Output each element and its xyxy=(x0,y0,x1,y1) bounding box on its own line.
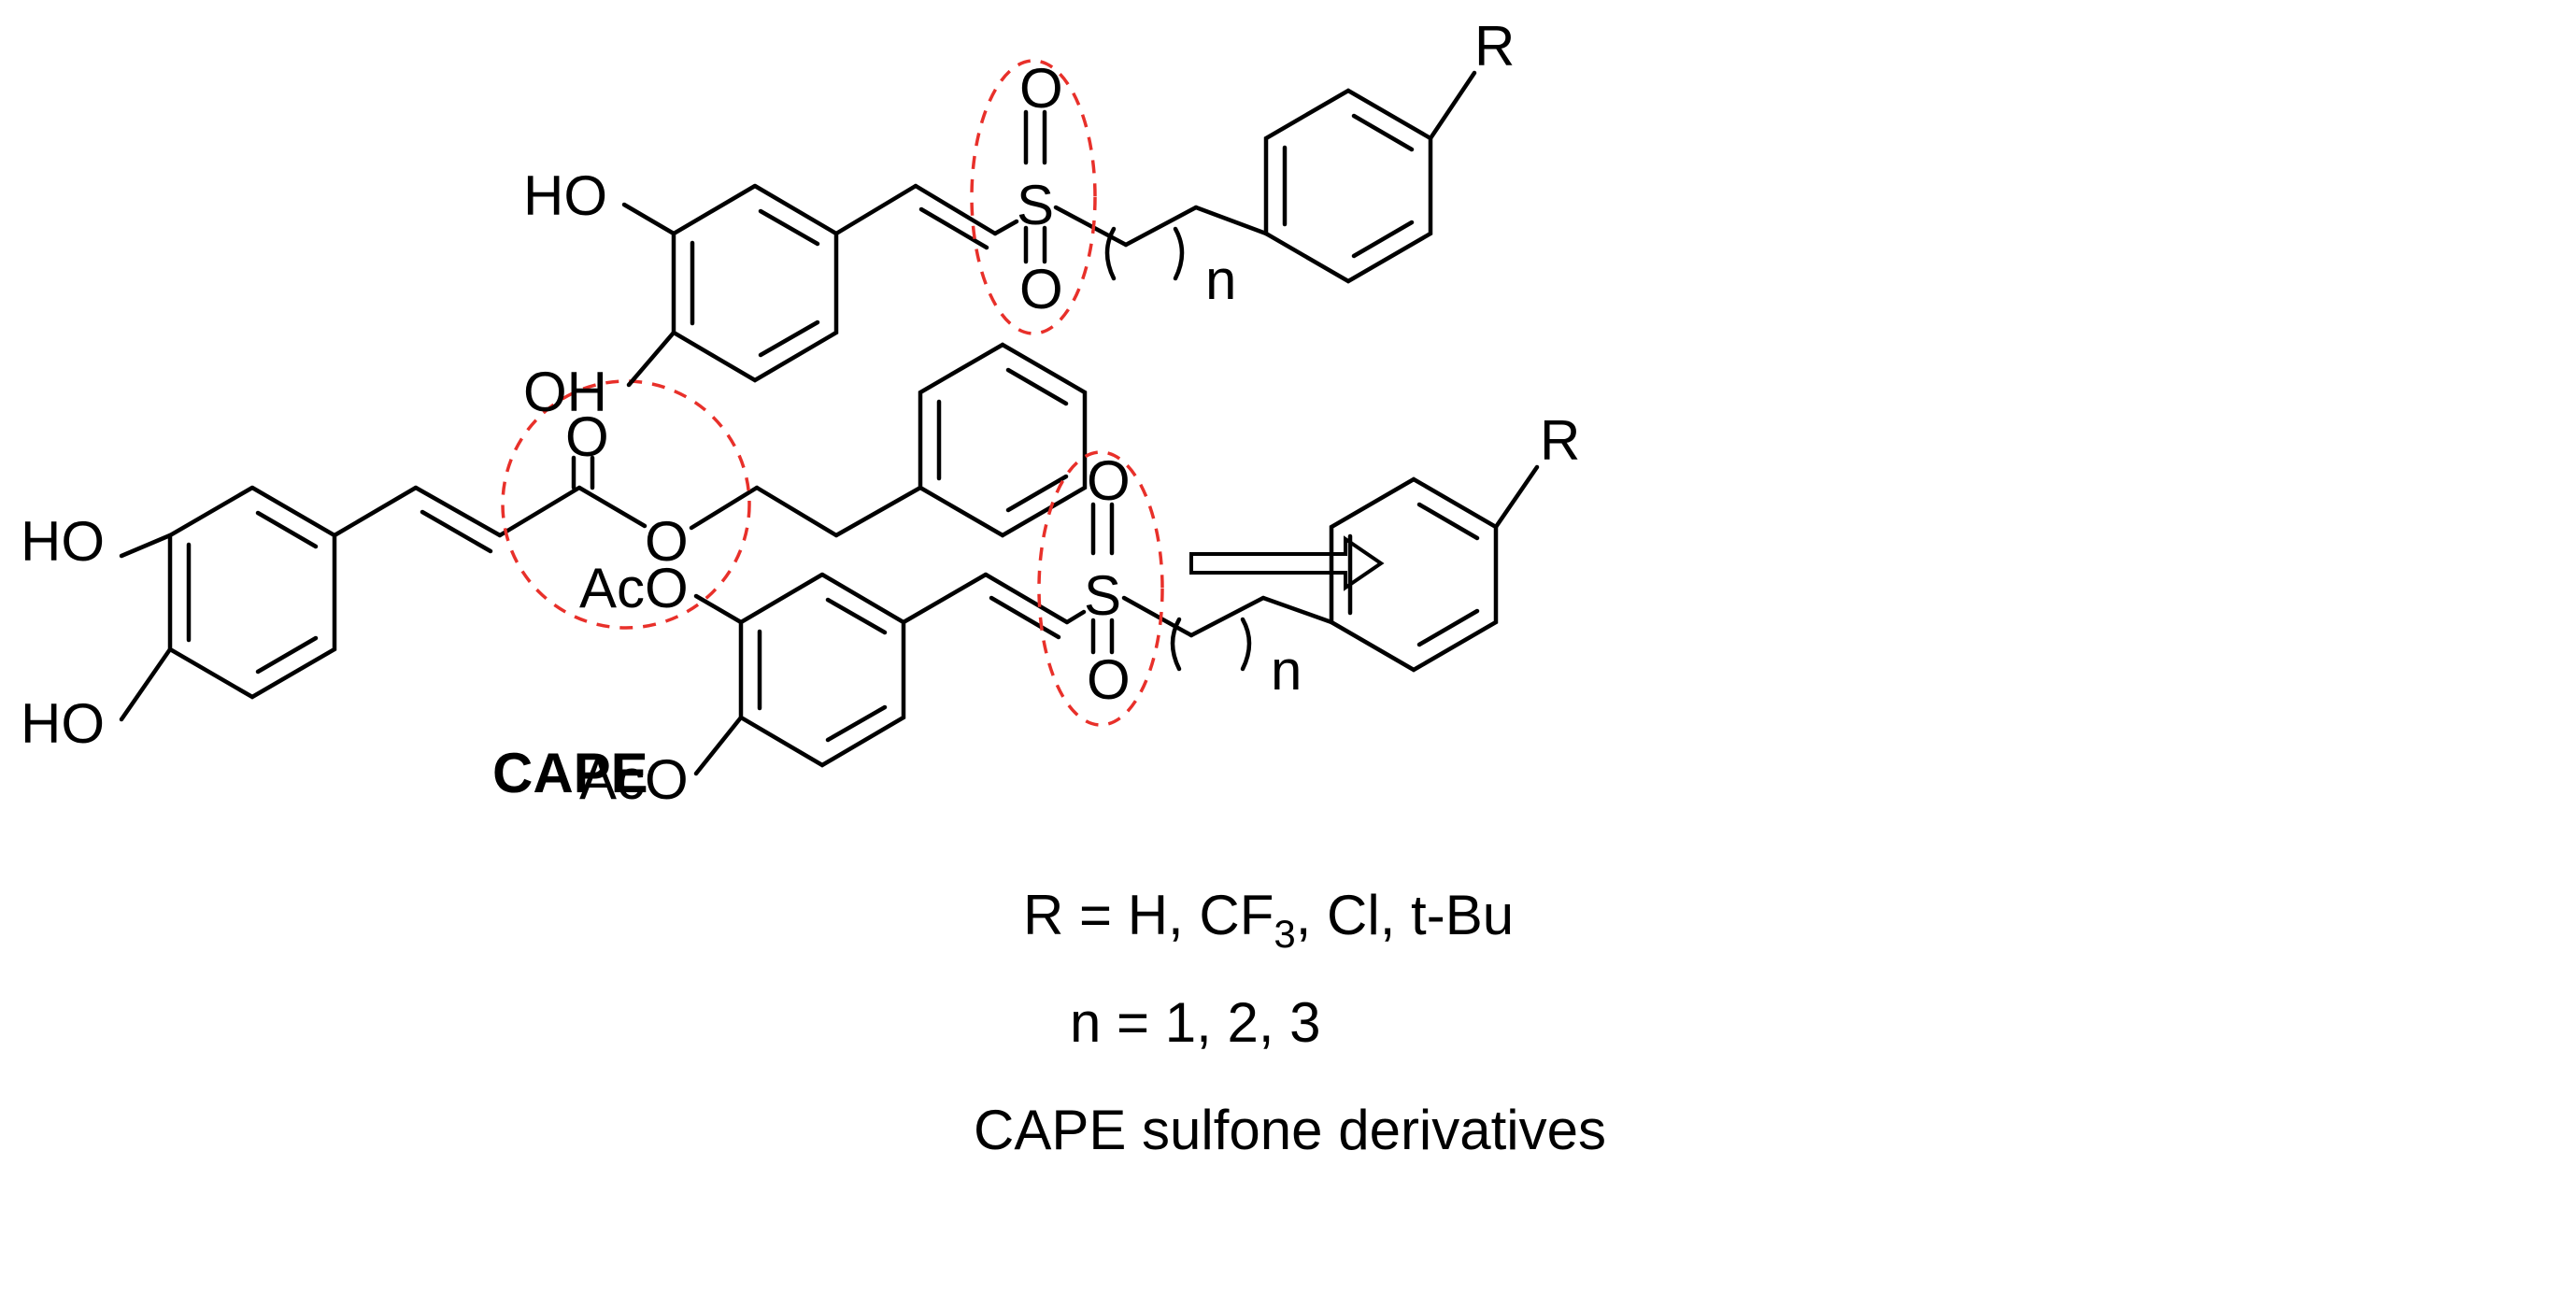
cape-catechol-ring xyxy=(167,485,337,700)
cape-phenyl-ring xyxy=(918,342,1088,538)
product2-paren-right xyxy=(1240,617,1252,672)
product1-o-bottom: O xyxy=(1019,258,1063,320)
product2-sulfone-highlight xyxy=(1037,450,1164,727)
cape-carbonyl-c-bond xyxy=(497,485,582,538)
product1-vinyl-double-bond xyxy=(913,183,998,236)
product2-s-ch2-bond xyxy=(1121,595,1194,638)
legend-r-line: R = H, CF3, Cl, t-Bu xyxy=(1023,884,1514,956)
cape-benzyl-bond xyxy=(833,485,923,538)
substituent-legend: R = H, CF3, Cl, t-Bu n = 1, 2, 3 CAPE su… xyxy=(974,884,1606,1161)
product1-r-bond xyxy=(1428,70,1477,141)
product2-o-top: O xyxy=(1087,449,1131,512)
retrosynthesis-arrow xyxy=(1189,535,1385,591)
cape-vinyl-bond-1 xyxy=(332,485,419,538)
product2-aco-top-bond xyxy=(693,593,744,625)
product1-c-s-bond xyxy=(992,219,1019,236)
cape-carbonyl-o: O xyxy=(565,405,609,468)
product1-o-top: O xyxy=(1019,57,1063,120)
product2-o-bottom: O xyxy=(1087,648,1131,711)
product1-n: n xyxy=(1205,249,1236,311)
product2-s: S xyxy=(1084,564,1121,627)
cape-ch2-bond-1 xyxy=(689,485,760,531)
product2-aco-bottom: AcO xyxy=(579,748,689,811)
cape-label: CAPE xyxy=(492,742,648,804)
product1-paren-left xyxy=(1104,226,1117,281)
product2-vinyl-double-bond xyxy=(983,572,1070,625)
legend-r-suffix: , Cl, t-Bu xyxy=(1296,884,1514,946)
sulfone-acetyl-structure: AcO AcO S O O n R xyxy=(579,409,1580,811)
cape-ester-o-bond xyxy=(576,485,648,529)
cape-structure: HO HO O O CAPE xyxy=(21,342,1088,804)
cape-ester-o: O xyxy=(645,510,689,573)
product1-chain-bond xyxy=(1123,205,1199,248)
legend-r-prefix: R = H, CF xyxy=(1023,884,1274,946)
product1-ho: HO xyxy=(523,164,607,227)
product2-aco-bottom-bond xyxy=(693,715,744,776)
legend-n-line: n = 1, 2, 3 xyxy=(1070,991,1321,1054)
product2-aryl-ring xyxy=(738,572,906,768)
cape-ch2-bond-2 xyxy=(754,485,839,538)
cape-ho-bottom: HO xyxy=(21,692,105,755)
product1-catechol-ring xyxy=(671,183,839,383)
product1-sulfone-highlight xyxy=(970,59,1097,335)
product2-r-bond xyxy=(1493,464,1540,530)
cape-ho-bottom-bond xyxy=(119,646,173,722)
product1-s-ch2-bond xyxy=(1053,205,1129,248)
legend-title: CAPE sulfone derivatives xyxy=(974,1099,1606,1161)
product1-vinyl-bond xyxy=(833,183,918,236)
product1-oh-bond xyxy=(626,330,676,388)
legend-r-subscript: 3 xyxy=(1274,912,1295,956)
cape-ester-highlight xyxy=(501,379,751,630)
cape-ho-top-bond xyxy=(119,533,173,559)
product2-vinyl-bond xyxy=(901,572,989,625)
cape-vinyl-double-bond xyxy=(413,485,503,538)
product1-oh: OH xyxy=(523,361,607,423)
product1-s: S xyxy=(1017,174,1054,236)
product2-paren-left xyxy=(1170,617,1182,672)
product2-benzyl-bond xyxy=(1260,595,1334,625)
product1-benzyl-bond xyxy=(1193,205,1269,236)
product2-aco-top: AcO xyxy=(579,557,689,619)
sulfone-catechol-structure: HO OH S O O n R xyxy=(523,15,1515,423)
product1-ho-bond xyxy=(621,202,676,236)
product1-paren-right xyxy=(1173,226,1185,281)
product1-phenyl-ring xyxy=(1263,88,1433,284)
cape-ho-top: HO xyxy=(21,510,105,573)
product2-c-s-bond xyxy=(1064,609,1087,625)
product2-n: n xyxy=(1271,639,1302,702)
product1-r: R xyxy=(1474,15,1515,78)
product2-chain-bond xyxy=(1188,595,1266,638)
product2-r: R xyxy=(1540,409,1580,472)
